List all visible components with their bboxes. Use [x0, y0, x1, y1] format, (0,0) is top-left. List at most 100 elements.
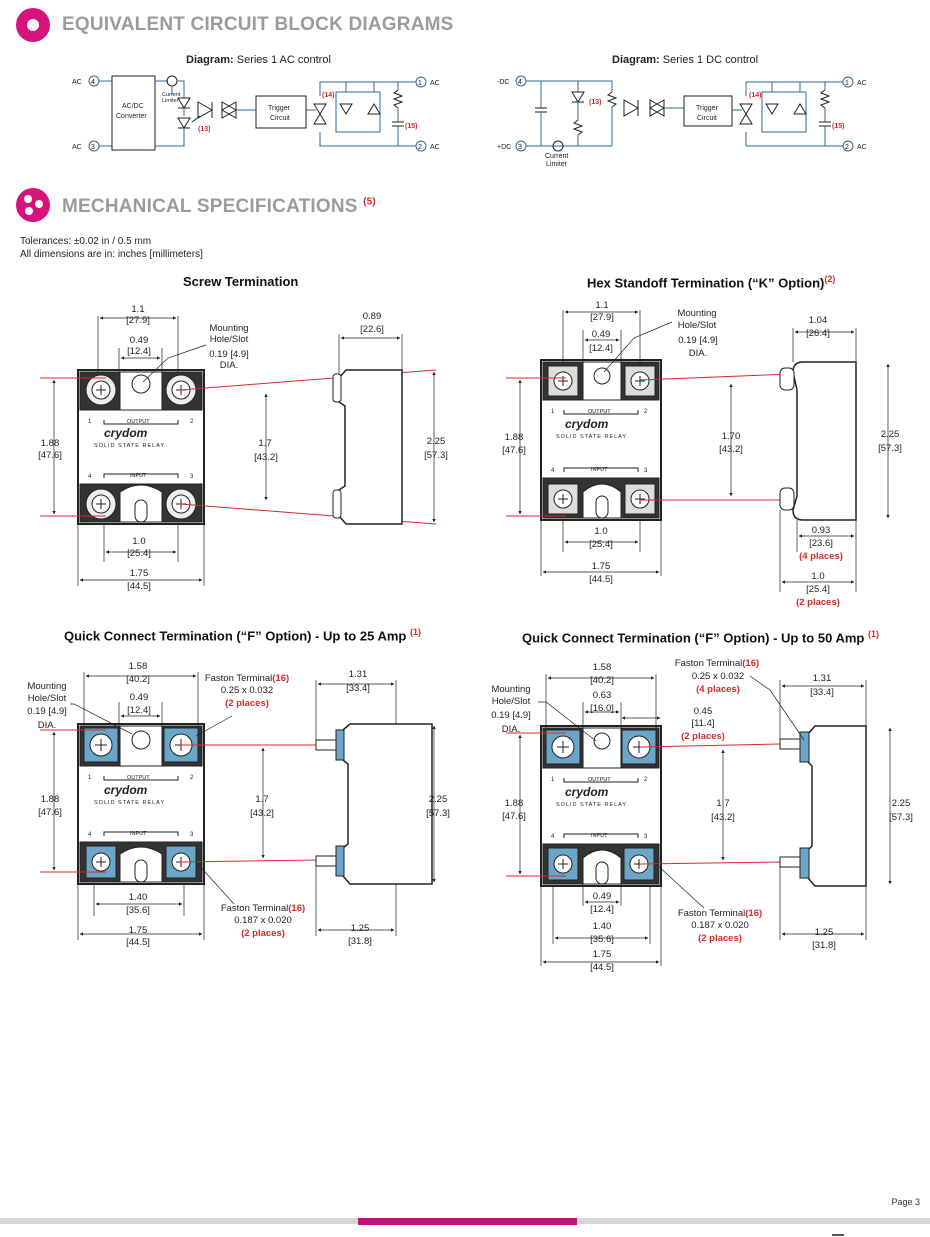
mech-section-title: MECHANICAL SPECIFICATIONS (5)	[62, 196, 376, 217]
screw-side-view	[332, 369, 403, 525]
svg-text:0.19 [4.9]: 0.19 [4.9]	[678, 335, 718, 346]
screw-title: Screw Termination	[183, 274, 299, 289]
svg-text:4: 4	[551, 468, 555, 474]
svg-text:1: 1	[418, 80, 422, 87]
svg-text:Hole/Slot: Hole/Slot	[492, 696, 531, 707]
qc25-relay-text: 1 2 4 3 OUTPUT INPUT crydom SOLID STATE …	[88, 775, 194, 838]
footer-accent	[358, 1218, 577, 1225]
svg-text:3: 3	[518, 144, 522, 151]
svg-text:Converter: Converter	[116, 113, 147, 120]
svg-text:[26.4]: [26.4]	[806, 328, 830, 339]
svg-text:(14): (14)	[749, 92, 761, 99]
svg-text:[22.6]: [22.6]	[360, 324, 384, 335]
svg-text:[25.4]: [25.4]	[806, 584, 830, 595]
svg-text:(2 places): (2 places)	[698, 933, 742, 944]
svg-text:crydom: crydom	[104, 426, 148, 440]
svg-text:OUTPUT: OUTPUT	[127, 775, 150, 781]
svg-text:Mounting: Mounting	[27, 681, 66, 692]
svg-text:0.25 x 0.032: 0.25 x 0.032	[221, 685, 273, 696]
svg-text:1: 1	[88, 419, 92, 425]
svg-text:0.49: 0.49	[130, 692, 149, 703]
svg-text:[47.6]: [47.6]	[502, 445, 526, 456]
svg-text:2: 2	[418, 144, 422, 151]
svg-text:0.45: 0.45	[694, 706, 713, 717]
svg-text:DIA.: DIA.	[689, 348, 707, 359]
svg-text:crydom: crydom	[565, 785, 609, 799]
svg-text:4: 4	[91, 79, 95, 86]
screw-relay-body	[77, 369, 205, 525]
qc50-view: 1 2 4 3 OUTPUT INPUT crydom SOLID STATE …	[491, 658, 913, 973]
svg-text:1.58: 1.58	[129, 661, 148, 672]
svg-text:0.89: 0.89	[363, 311, 382, 322]
svg-text:1.04: 1.04	[809, 315, 828, 326]
svg-text:2: 2	[845, 144, 849, 151]
qc50-side-view	[779, 725, 867, 887]
svg-text:AC/DC: AC/DC	[122, 103, 144, 110]
svg-text:0.19 [4.9]: 0.19 [4.9]	[27, 706, 67, 717]
svg-text:1.88: 1.88	[41, 794, 60, 805]
svg-text:[44.5]: [44.5]	[589, 574, 613, 585]
svg-text:[27.9]: [27.9]	[126, 315, 150, 326]
hex-relay-body	[540, 359, 662, 521]
qc25-dim-text: 1.58 [40.2] 0.49 [12.4] Mounting Hole/Sl…	[27, 661, 450, 948]
svg-text:3: 3	[190, 832, 194, 838]
svg-text:(15): (15)	[832, 123, 844, 130]
svg-text:4: 4	[551, 834, 555, 840]
screw-relay-text: 1 2 4 3 OUTPUT INPUT crydom SOLID STATE …	[88, 419, 194, 480]
svg-text:[47.6]: [47.6]	[38, 807, 62, 818]
tolerances-note: Tolerances: ±0.02 in / 0.5 mm All dimens…	[20, 236, 203, 260]
svg-text:[25.4]: [25.4]	[589, 539, 613, 550]
svg-text:Hole/Slot: Hole/Slot	[210, 334, 249, 345]
svg-text:1.1: 1.1	[595, 300, 608, 311]
qc25-relay-body	[77, 723, 205, 885]
svg-text:[43.2]: [43.2]	[250, 808, 274, 819]
svg-text:1.0: 1.0	[132, 536, 145, 547]
svg-text:Hole/Slot: Hole/Slot	[28, 693, 67, 704]
svg-text:(4 places): (4 places)	[696, 684, 740, 695]
svg-text:1.88: 1.88	[41, 438, 60, 449]
svg-text:DIA.: DIA.	[38, 720, 56, 731]
footer-dash	[832, 1234, 844, 1236]
qc50-dim-lines	[518, 674, 892, 966]
svg-text:[43.2]: [43.2]	[254, 452, 278, 463]
svg-text:[33.4]: [33.4]	[346, 683, 370, 694]
svg-text:4: 4	[518, 79, 522, 86]
svg-text:[27.9]: [27.9]	[590, 312, 614, 323]
svg-text:1.70: 1.70	[722, 431, 741, 442]
svg-text:[40.2]: [40.2]	[590, 675, 614, 686]
svg-text:[35.6]: [35.6]	[590, 934, 614, 945]
equiv-section-icon	[16, 8, 50, 42]
ac-trigger-box	[255, 95, 307, 129]
svg-text:(2 places): (2 places)	[681, 731, 725, 742]
hex-side-view	[779, 361, 857, 521]
svg-text:2: 2	[190, 775, 194, 781]
svg-text:1: 1	[88, 775, 92, 781]
svg-text:SOLID STATE RELAY: SOLID STATE RELAY	[556, 434, 627, 440]
screw-dim-lines	[52, 316, 436, 586]
svg-text:AC: AC	[72, 79, 82, 86]
svg-text:2.25: 2.25	[429, 794, 448, 805]
svg-text:AC: AC	[430, 144, 440, 151]
svg-text:Faston Terminal(16): Faston Terminal(16)	[205, 673, 289, 684]
svg-text:1.1: 1.1	[131, 304, 144, 315]
svg-text:2: 2	[644, 777, 648, 783]
svg-text:Faston Terminal(16): Faston Terminal(16)	[678, 908, 762, 919]
qc50-dim-text: 1.58 [40.2] 0.63 [16.0] 0.45 [11.4] (2 p…	[491, 658, 913, 973]
svg-text:3: 3	[644, 834, 648, 840]
svg-text:Circuit: Circuit	[270, 115, 290, 122]
svg-text:0.93: 0.93	[812, 525, 831, 536]
svg-text:[23.6]: [23.6]	[809, 538, 833, 549]
svg-text:(13): (13)	[589, 99, 601, 106]
svg-text:OUTPUT: OUTPUT	[127, 419, 150, 425]
svg-text:[47.6]: [47.6]	[38, 450, 62, 461]
svg-text:1.25: 1.25	[815, 927, 834, 938]
svg-text:1.75: 1.75	[592, 561, 611, 572]
qc25-side-view	[315, 723, 433, 885]
svg-text:[16.0]: [16.0]	[590, 703, 614, 714]
screw-view: 1 2 4 3 OUTPUT INPUT crydom SOLID STATE …	[38, 304, 448, 592]
svg-text:1.7: 1.7	[716, 798, 729, 809]
svg-text:1: 1	[845, 80, 849, 87]
svg-text:(15): (15)	[405, 123, 417, 130]
svg-text:[25.4]: [25.4]	[127, 548, 151, 559]
